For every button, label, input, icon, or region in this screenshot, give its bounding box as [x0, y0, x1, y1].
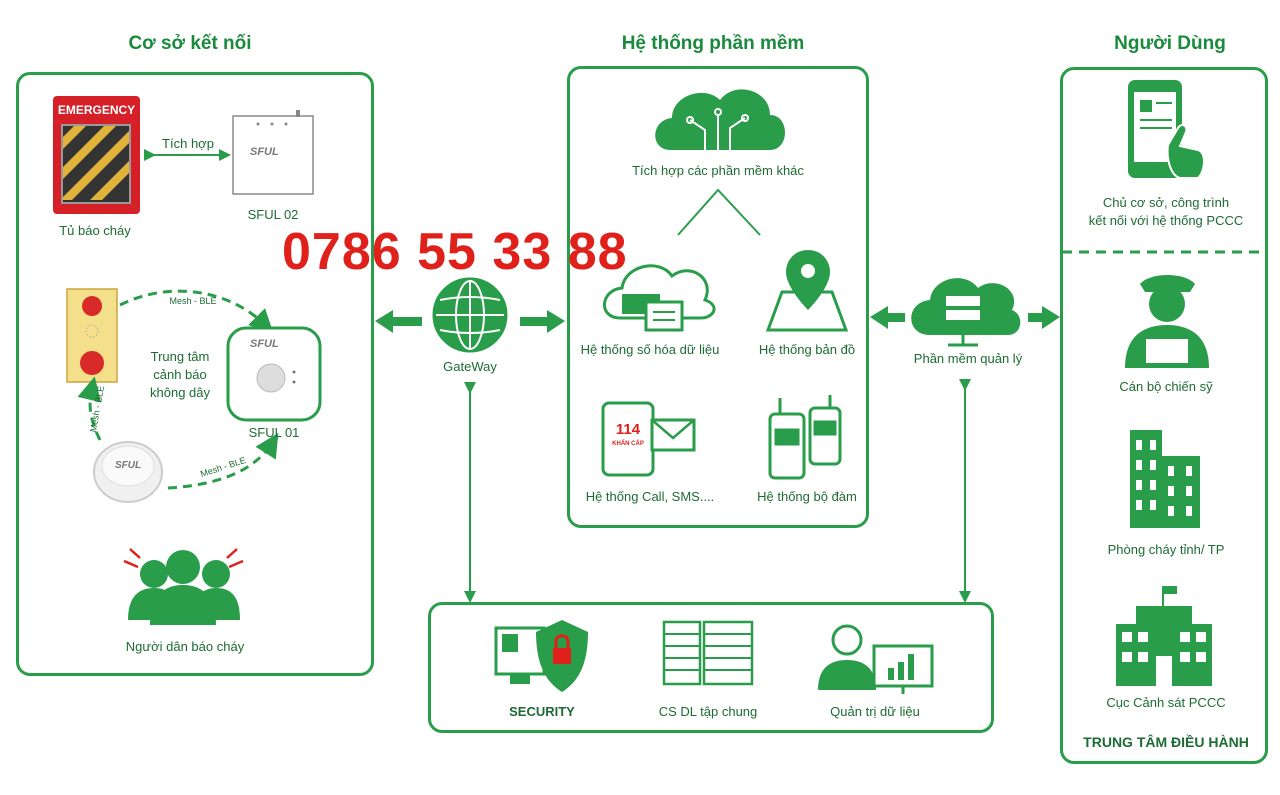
mesh-arrow-left	[77, 376, 102, 441]
police-building-icon	[1116, 586, 1212, 686]
chat-cloud-icon	[603, 264, 716, 332]
provincial-label: Phòng cháy tỉnh/ TP	[1107, 542, 1225, 557]
mesh-label-top: Mesh - BLE	[169, 296, 217, 306]
integrate-others-label: Tích hợp các phần mềm khác	[632, 163, 804, 178]
sful01-device-icon	[226, 326, 322, 422]
radio-label: Hệ thống bộ đàm	[757, 489, 857, 504]
data-center-panel	[428, 602, 994, 733]
mesh-arrow-top	[119, 289, 274, 334]
hotline-number: 0786 55 33 88	[282, 223, 628, 281]
sful02-brand: SFUL	[250, 146, 279, 158]
smoke-detector-icon	[93, 441, 163, 503]
security-shield-icon	[494, 620, 588, 692]
gateway-label: GateWay	[443, 359, 497, 374]
software-title: Hệ thống phần mềm	[621, 33, 805, 54]
call-sms-label: Hệ thống Call, SMS....	[585, 489, 715, 504]
officer-label: Cán bộ chiến sỹ	[1119, 379, 1213, 394]
people-icon	[123, 548, 244, 625]
fire-cabinet-label: Tủ báo cháy	[59, 223, 131, 238]
server-cloud-icon	[911, 278, 1021, 347]
data-admin-icon	[818, 624, 934, 694]
officer-icon	[1125, 275, 1209, 368]
sful02-device-icon	[232, 110, 314, 195]
digitize-label: Hệ thống số hóa dữ liệu	[580, 342, 720, 357]
map-label: Hệ thống bản đồ	[758, 342, 856, 357]
cloud-circuit-icon	[655, 89, 785, 150]
detector-brand: SFUL	[115, 460, 142, 471]
security-label: SECURITY	[509, 704, 575, 719]
connect-title: Cơ sở kết nối	[128, 33, 252, 54]
map-pin-icon	[765, 250, 849, 332]
user-title: Người Dùng	[1114, 33, 1226, 54]
sful02-label: SFUL 02	[247, 207, 299, 222]
database-rack-icon	[662, 620, 754, 686]
alarm-panel-icon	[66, 288, 118, 383]
command-center-label: TRUNG TÂM ĐIỀU HÀNH	[1083, 734, 1249, 750]
software-panel	[567, 66, 869, 528]
split-arrow	[677, 188, 761, 236]
police-dept-label: Cục Cảnh sát PCCC	[1106, 695, 1226, 710]
touch-phone-icon	[1128, 80, 1205, 179]
phone-screen-text: KHẨN CẤP	[612, 441, 644, 447]
gateway-arrows	[375, 306, 1060, 333]
wireless-center-label: Trung tâm cảnh báo không dây	[150, 349, 210, 400]
management-label: Phần mềm quản lý	[913, 351, 1023, 366]
sful01-label: SFUL 01	[248, 425, 300, 440]
data-admin-label: Quản trị dữ liệu	[830, 704, 920, 719]
gateway-globe-icon	[432, 277, 508, 353]
building-icon	[1130, 430, 1200, 528]
phone-screen-number: 114	[615, 421, 641, 438]
mesh-arrow-bottom	[167, 432, 279, 490]
emergency-label: EMERGENCY	[57, 103, 136, 117]
user-panel	[1060, 67, 1268, 764]
sful01-brand: SFUL	[250, 338, 279, 350]
fire-cabinet-icon	[53, 96, 140, 214]
database-label: CS DL tập chung	[658, 704, 758, 719]
integrate-label: Tích hợp	[162, 136, 214, 151]
people-label: Người dân báo cháy	[125, 639, 245, 654]
emergency-phone-icon	[601, 401, 696, 477]
connect-panel	[16, 72, 374, 676]
owner-label: Chủ cơ sở, công trình kết nối với hệ thố…	[1088, 195, 1244, 228]
radio-icon	[768, 395, 842, 480]
